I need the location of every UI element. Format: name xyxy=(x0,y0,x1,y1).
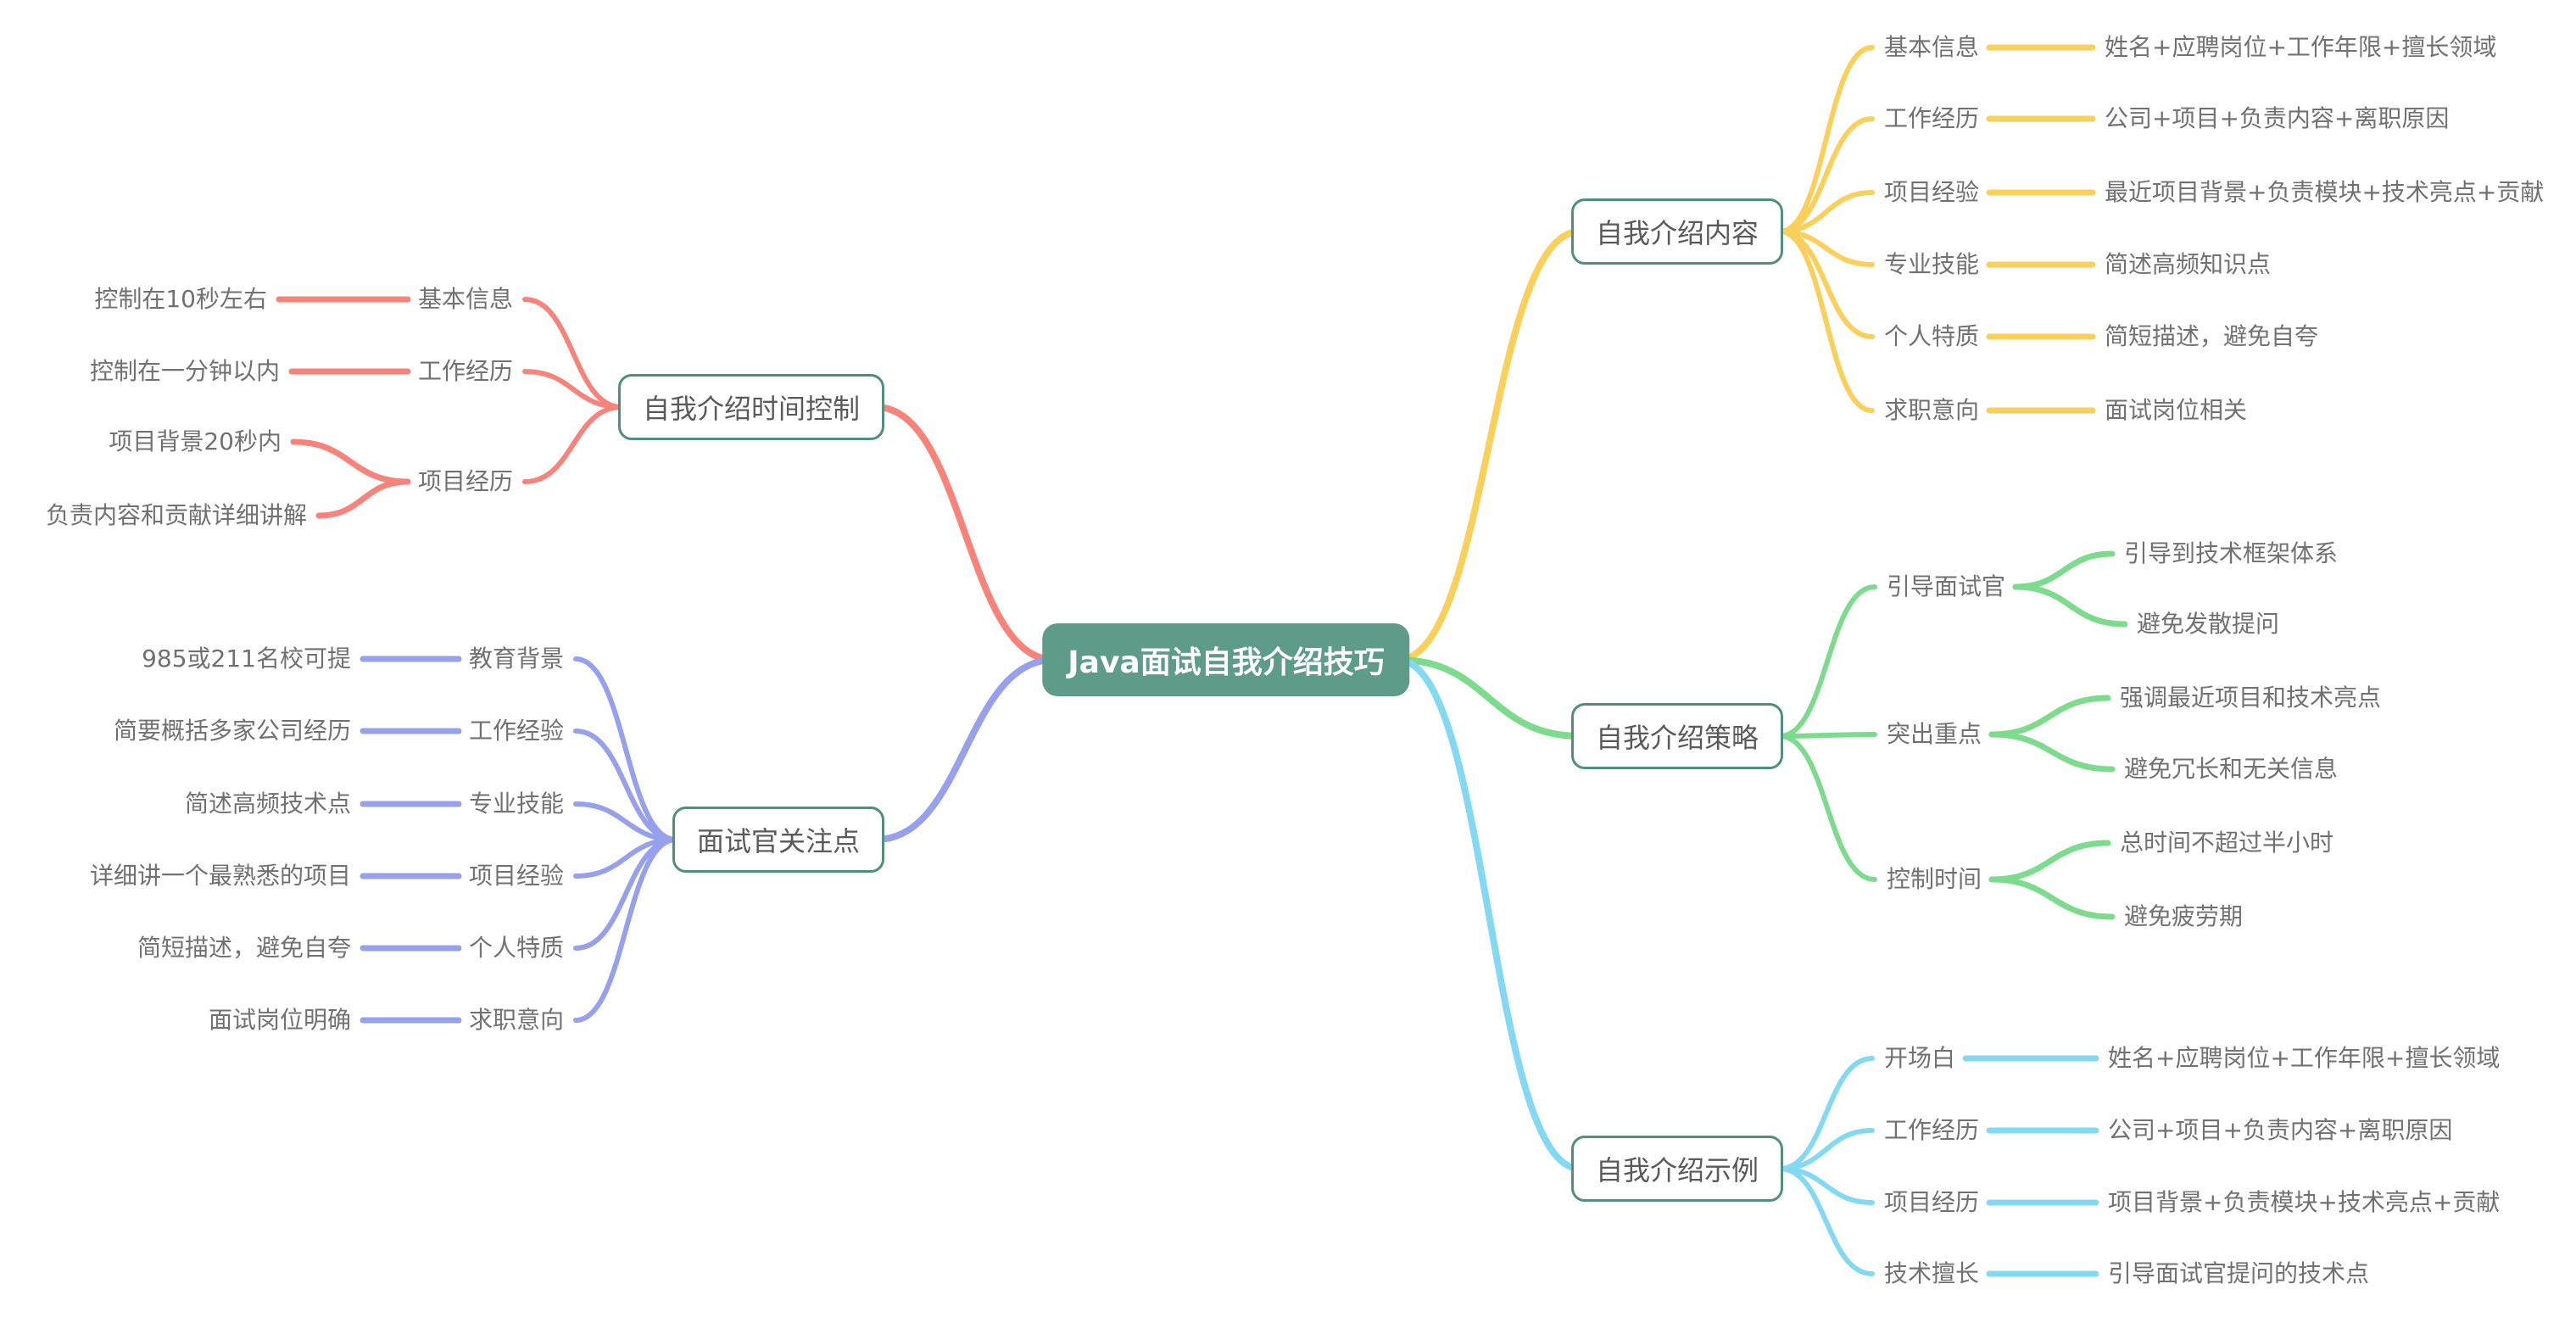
connector-line xyxy=(1988,876,2116,920)
subtopic-label[interactable]: 项目经验 xyxy=(468,862,564,890)
subtopic-label[interactable]: 工作经历 xyxy=(1884,104,1980,133)
detail-label[interactable]: 引导到技术框架体系 xyxy=(2124,539,2339,568)
detail-label[interactable]: 简述高频知识点 xyxy=(2105,250,2272,279)
subtopic-label[interactable]: 个人特质 xyxy=(468,934,564,963)
subtopic-label[interactable]: 基本信息 xyxy=(1884,33,1980,62)
connector-line xyxy=(873,656,1058,843)
connector-line xyxy=(1777,584,1877,739)
connector-line xyxy=(315,478,411,519)
connector-line xyxy=(873,404,1058,663)
connector-line xyxy=(1777,229,1875,413)
detail-label[interactable]: 姓名+应聘岗位+工作年限+擅长领域 xyxy=(2105,33,2497,62)
connector-line xyxy=(522,369,624,410)
subtopic-label[interactable]: 项目经历 xyxy=(1884,1188,1980,1217)
connector-line xyxy=(1394,656,1583,740)
subtopic-label[interactable]: 项目经历 xyxy=(417,467,513,496)
connector-line xyxy=(1394,228,1583,663)
detail-label[interactable]: 避免疲劳期 xyxy=(2124,902,2244,931)
subtopic-label[interactable]: 控制时间 xyxy=(1887,865,1982,894)
connector-line xyxy=(573,801,678,842)
detail-label[interactable]: 详细讲一个最熟悉的项目 xyxy=(89,862,351,890)
subtopic-label[interactable]: 突出重点 xyxy=(1887,720,1982,749)
subtopic-label[interactable]: 开场白 xyxy=(1884,1044,1956,1073)
connector-line xyxy=(1988,731,2116,773)
central-topic-node[interactable]: Java面试自我介绍技巧 xyxy=(1042,623,1410,696)
connector-line xyxy=(573,656,678,842)
connector-line xyxy=(1394,656,1583,1172)
detail-label[interactable]: 强调最近项目和技术亮点 xyxy=(2120,684,2382,712)
branch-node-intro-content[interactable]: 自我介绍内容 xyxy=(1570,198,1784,265)
detail-label[interactable]: 最近项目背景+负责模块+技术亮点+贡献 xyxy=(2105,178,2545,207)
connector-line xyxy=(1777,190,1875,234)
detail-label[interactable]: 985或211名校可提 xyxy=(142,645,351,673)
subtopic-label[interactable]: 项目经验 xyxy=(1884,178,1980,207)
subtopic-label[interactable]: 技术擅长 xyxy=(1884,1259,1980,1288)
branch-node-intro-example[interactable]: 自我介绍示例 xyxy=(1570,1136,1784,1202)
connector-line xyxy=(290,438,411,485)
subtopic-label[interactable]: 引导面试官 xyxy=(1887,572,2006,601)
detail-label[interactable]: 简短描述，避免自夸 xyxy=(137,934,351,963)
connector-line xyxy=(1988,840,2111,883)
connector-line xyxy=(1777,1166,1875,1276)
connector-line xyxy=(573,837,678,1023)
detail-label[interactable]: 引导面试官提问的技术点 xyxy=(2108,1259,2370,1288)
detail-label[interactable]: 总时间不超过半小时 xyxy=(2120,829,2334,857)
connector-line xyxy=(2012,550,2116,590)
detail-label[interactable]: 项目背景+负责模块+技术亮点+贡献 xyxy=(2108,1188,2501,1217)
connector-line xyxy=(1988,695,2111,738)
detail-label[interactable]: 姓名+应聘岗位+工作年限+擅长领域 xyxy=(2108,1044,2501,1073)
connector-line xyxy=(573,728,678,842)
detail-label[interactable]: 公司+项目+负责内容+离职原因 xyxy=(2108,1116,2453,1145)
connector-line xyxy=(1777,1056,1875,1171)
connector-line xyxy=(1777,732,1877,739)
detail-label[interactable]: 简短描述，避免自夸 xyxy=(2105,322,2319,351)
subtopic-label[interactable]: 个人特质 xyxy=(1884,322,1980,351)
branch-node-intro-time-control[interactable]: 自我介绍时间控制 xyxy=(617,374,885,440)
detail-label[interactable]: 控制在一分钟以内 xyxy=(89,357,280,386)
branch-node-intro-strategy[interactable]: 自我介绍策略 xyxy=(1570,703,1784,769)
connector-line xyxy=(1777,45,1875,234)
detail-label[interactable]: 避免冗长和无关信息 xyxy=(2124,755,2339,784)
subtopic-label[interactable]: 专业技能 xyxy=(1884,250,1980,279)
detail-label[interactable]: 避免发散提问 xyxy=(2137,610,2280,639)
connector-line xyxy=(1777,734,1877,882)
detail-label[interactable]: 面试岗位明确 xyxy=(208,1006,351,1035)
detail-label[interactable]: 简要概括多家公司经历 xyxy=(113,717,351,745)
subtopic-label[interactable]: 基本信息 xyxy=(417,285,513,314)
subtopic-label[interactable]: 工作经验 xyxy=(468,717,564,745)
connector-line xyxy=(522,405,624,484)
subtopic-label[interactable]: 专业技能 xyxy=(468,790,564,818)
detail-label[interactable]: 公司+项目+负责内容+离职原因 xyxy=(2105,104,2450,133)
subtopic-label[interactable]: 工作经历 xyxy=(1884,1116,1980,1145)
detail-label[interactable]: 控制在10秒左右 xyxy=(94,285,267,314)
connector-line xyxy=(1777,1128,1875,1171)
connector-line xyxy=(2012,583,2128,628)
connector-line xyxy=(1777,116,1875,234)
subtopic-label[interactable]: 求职意向 xyxy=(468,1006,564,1035)
detail-label[interactable]: 负责内容和贡献详细讲解 xyxy=(45,501,307,530)
connector-line xyxy=(522,297,624,410)
subtopic-label[interactable]: 求职意向 xyxy=(1884,396,1980,425)
branch-node-interviewer-focus[interactable]: 面试官关注点 xyxy=(672,807,885,873)
detail-label[interactable]: 面试岗位相关 xyxy=(2105,396,2248,425)
subtopic-label[interactable]: 工作经历 xyxy=(417,357,513,386)
detail-label[interactable]: 简述高频技术点 xyxy=(184,790,351,818)
detail-label[interactable]: 项目背景20秒内 xyxy=(109,427,282,456)
subtopic-label[interactable]: 教育背景 xyxy=(468,645,564,673)
